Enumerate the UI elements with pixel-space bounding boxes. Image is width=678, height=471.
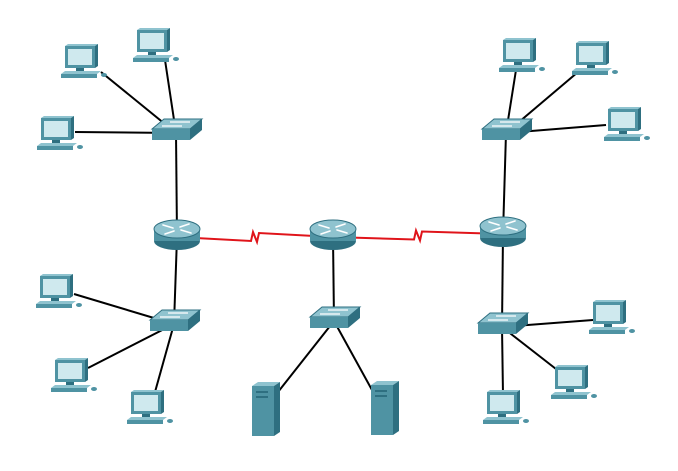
server-icon (371, 381, 399, 435)
pc-icon (589, 300, 635, 334)
router-icon (153, 219, 201, 250)
pc-icon (483, 390, 529, 424)
pc-tl-3 (37, 116, 83, 150)
ethernet-link-router-right-switch-bottom-right (501, 233, 504, 328)
router-icon (479, 216, 527, 247)
pc-icon (551, 365, 597, 399)
pc-icon (51, 358, 97, 392)
nodes-layer (36, 28, 650, 436)
switch-bottom-left (148, 309, 202, 331)
serial-link-router-left-router-center (176, 228, 334, 246)
server-icon (252, 382, 280, 436)
switch-top-right (480, 118, 534, 140)
ethernet-link-pc-br-3-switch-bottom-right (501, 326, 504, 396)
pc-icon (61, 44, 107, 78)
pc-tr-2 (572, 41, 618, 75)
router-center (309, 219, 357, 250)
switch-bottom-right (476, 312, 530, 334)
ethernet-link-pc-bl-2-switch-bottom-left (87, 323, 175, 369)
ethernet-link-pc-bl-3-switch-bottom-left (154, 323, 175, 393)
pc-bl-1 (36, 274, 82, 308)
switch-icon (476, 312, 530, 334)
switch-icon (148, 309, 202, 331)
server-1 (252, 382, 280, 436)
switch-center (308, 306, 362, 328)
pc-tr-3 (604, 107, 650, 141)
ethernet-link-switch-center-server-2 (333, 320, 373, 391)
switch-icon (480, 118, 534, 140)
switch-icon (308, 306, 362, 328)
server-2 (371, 381, 399, 435)
pc-tl-2 (133, 28, 179, 62)
pc-bl-2 (51, 358, 97, 392)
ethernet-link-switch-center-server-1 (277, 320, 335, 393)
pc-icon (37, 116, 83, 150)
pc-icon (499, 38, 545, 72)
switch-top-left (150, 118, 204, 140)
pc-br-1 (589, 300, 635, 334)
pc-icon (127, 390, 173, 424)
switch-icon (150, 118, 204, 140)
router-right (479, 216, 527, 247)
pc-icon (572, 41, 618, 75)
router-left (153, 219, 201, 250)
pc-icon (604, 107, 650, 141)
pc-icon (36, 274, 82, 308)
pc-bl-3 (127, 390, 173, 424)
serial-link-router-center-router-right (332, 227, 504, 244)
pc-br-2 (551, 365, 597, 399)
pc-tr-1 (499, 38, 545, 72)
pc-br-3 (483, 390, 529, 424)
pc-tl-1 (61, 44, 107, 78)
pc-icon (133, 28, 179, 62)
router-icon (309, 219, 357, 250)
